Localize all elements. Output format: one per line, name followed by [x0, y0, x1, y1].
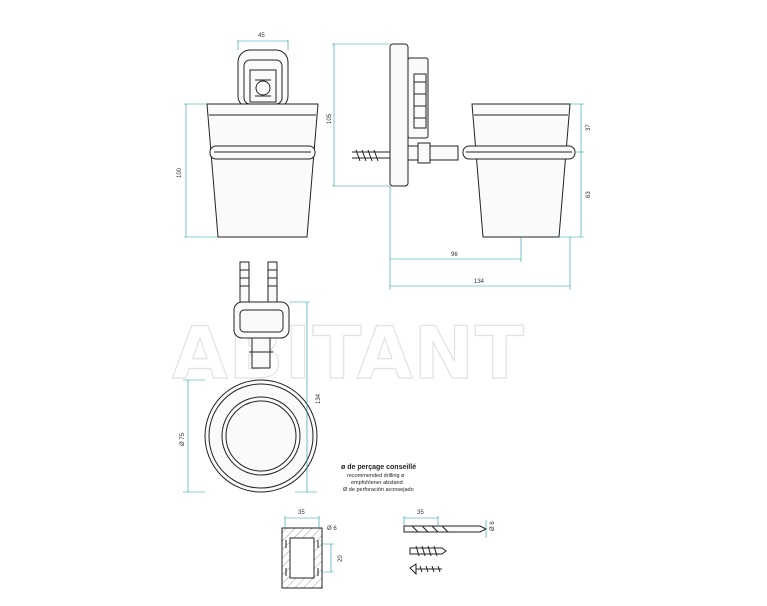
dim-drill-spacing: 20 [338, 555, 344, 562]
dim-top-width: 45 [258, 33, 265, 39]
side-view: 105 37 63 96 134 [327, 43, 592, 290]
dim-depth-cup: 96 [451, 252, 458, 258]
drilling-note: ø de perçage conseillé recommended drill… [341, 464, 416, 493]
dim-depth-total: 134 [474, 279, 485, 285]
front-view: 45 100 [177, 33, 319, 238]
dim-height-lower: 63 [586, 191, 592, 198]
dim-length-side: 134 [316, 393, 322, 404]
watermark: ABITANT [172, 311, 525, 395]
top-view: Ø 75 134 [180, 261, 322, 493]
dim-bit-diameter: Ø 6 [490, 521, 496, 531]
dim-bit-length: 35 [417, 510, 424, 516]
drilling-note-es: Ø de perforación aconsejado [343, 487, 414, 493]
dim-height-total: 100 [177, 167, 183, 178]
drilling-note-en: recommended drilling ø [347, 473, 405, 479]
dim-height-mount: 105 [327, 113, 333, 124]
drilling-note-title: ø de perçage conseillé [341, 464, 416, 471]
drilling-template: 35 Ø 6 20 [281, 510, 344, 589]
dim-drill-width: 35 [298, 510, 305, 516]
hardware-kit: 35 Ø 6 [403, 510, 496, 576]
dim-height-upper: 37 [586, 124, 592, 131]
dim-diameter-cup: Ø 75 [180, 432, 186, 446]
dim-drill-diameter: Ø 6 [327, 526, 337, 532]
drilling-note-de: empfohlener abstand [351, 480, 403, 486]
